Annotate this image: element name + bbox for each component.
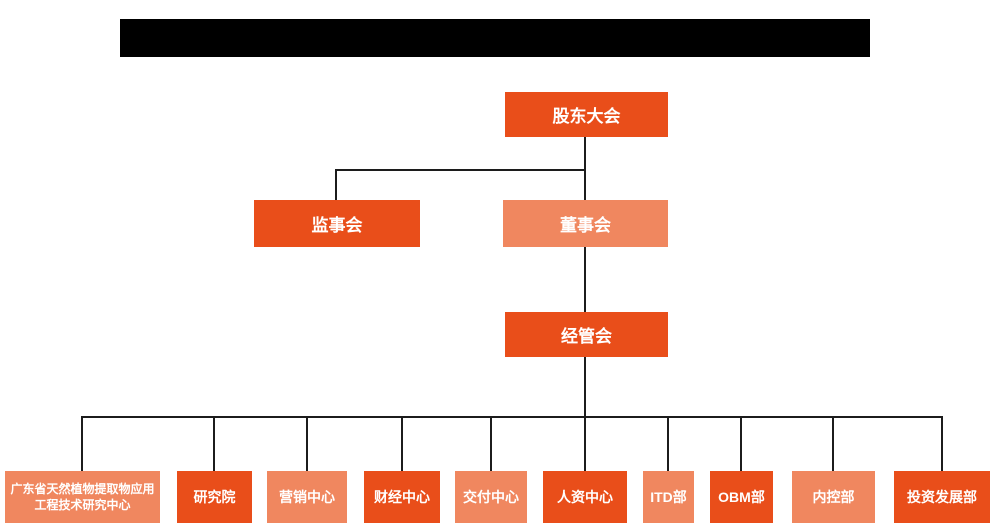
- connector-drop-marketing-center: [306, 416, 308, 471]
- org-node-hr-center: 人资中心: [543, 471, 627, 523]
- org-node-board-of-directors: 董事会: [503, 200, 668, 247]
- org-node-obm-dept: OBM部: [710, 471, 773, 523]
- connector-drop-investment-development: [941, 416, 943, 471]
- org-node-research-institute: 研究院: [177, 471, 252, 523]
- connector-to-supervisory-board: [335, 169, 337, 200]
- connector-drop-itd-dept: [667, 416, 669, 471]
- redacted-title-bar: [120, 19, 870, 57]
- org-node-management-committee: 经管会: [505, 312, 668, 357]
- org-node-delivery-center: 交付中心: [455, 471, 527, 523]
- org-node-marketing-center: 营销中心: [267, 471, 347, 523]
- org-node-investment-development: 投资发展部: [894, 471, 990, 523]
- connector-management-to-bus: [584, 357, 586, 418]
- connector-board-to-management: [584, 247, 586, 312]
- connector-drop-delivery-center: [490, 416, 492, 471]
- org-node-research-center: 广东省天然植物提取物应用工程技术研究中心: [5, 471, 160, 523]
- connector-drop-hr-center: [584, 416, 586, 471]
- connector-drop-research-center: [81, 416, 83, 471]
- connector-drop-internal-control-dept: [832, 416, 834, 471]
- connector-departments-bus: [81, 416, 943, 418]
- connector-level2-horizontal: [335, 169, 586, 171]
- connector-drop-research-institute: [213, 416, 215, 471]
- org-node-internal-control-dept: 内控部: [792, 471, 875, 523]
- connector-drop-obm-dept: [740, 416, 742, 471]
- org-node-itd-dept: ITD部: [643, 471, 694, 523]
- org-node-finance-center: 财经中心: [364, 471, 440, 523]
- org-node-supervisory-board: 监事会: [254, 200, 420, 247]
- org-node-shareholders-meeting: 股东大会: [505, 92, 668, 137]
- connector-drop-finance-center: [401, 416, 403, 471]
